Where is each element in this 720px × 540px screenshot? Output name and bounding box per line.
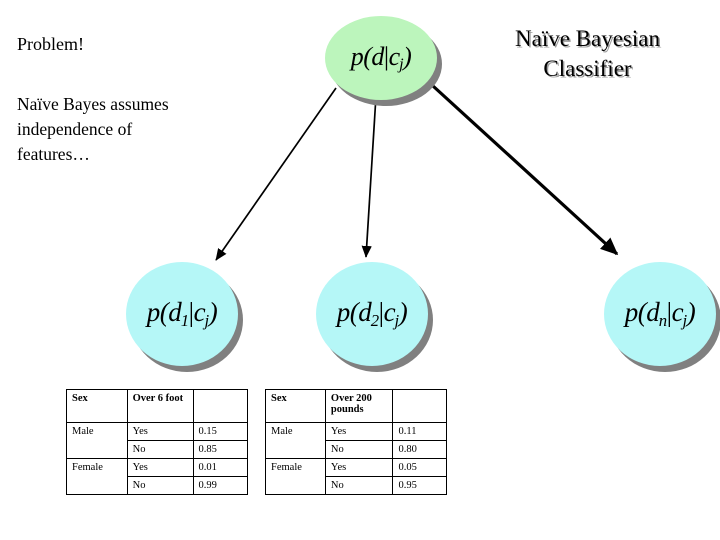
cell-feature: No xyxy=(324,440,394,459)
node-d1-label: p(d1|cj) xyxy=(146,297,218,330)
cell-feature: No xyxy=(324,476,394,495)
cell-feature: Yes xyxy=(324,422,394,441)
slide-title: Naïve Bayesian Classifier xyxy=(455,24,720,84)
cell-sex: Female xyxy=(66,458,128,495)
node-dn-label: p(dn|cj) xyxy=(624,297,696,330)
body-text-line-3: features… xyxy=(17,144,90,164)
cell-value: 0.15 xyxy=(192,422,249,441)
table-weight-probabilities: Sex Over 200 pounds Male Yes 0.11 No 0.8… xyxy=(265,389,447,495)
header-value xyxy=(192,389,249,423)
table-row: No 0.85 xyxy=(67,440,249,459)
cell-sex: Female xyxy=(265,458,326,495)
cell-feature: Yes xyxy=(126,458,194,477)
cell-value: 0.80 xyxy=(392,440,447,459)
cell-feature: Yes xyxy=(324,458,394,477)
node-root-label: p(d|cj) xyxy=(350,41,412,74)
cell-feature: No xyxy=(126,440,194,459)
header-sex: Sex xyxy=(265,389,326,423)
header-value xyxy=(392,389,447,423)
table-height-probabilities: Sex Over 6 foot Male Yes 0.15 No 0.85 Fe… xyxy=(66,389,249,495)
table-row: No 0.95 xyxy=(266,476,447,495)
table-row: No 0.80 xyxy=(266,440,447,459)
table-header-row: Sex Over 6 foot xyxy=(66,389,249,423)
table-row: No 0.99 xyxy=(67,476,249,495)
table-row: Male Yes 0.11 xyxy=(265,422,447,459)
arrow-root-to-dn xyxy=(431,84,619,256)
cell-value: 0.01 xyxy=(192,458,249,477)
table-header-row: Sex Over 200 pounds xyxy=(265,389,447,423)
problem-heading: Problem! xyxy=(17,34,84,54)
cell-sex: Male xyxy=(66,422,128,459)
cell-value: 0.85 xyxy=(192,440,249,459)
node-d2-label: p(d2|cj) xyxy=(336,297,408,330)
cell-feature: Yes xyxy=(126,422,194,441)
body-text: Naïve Bayes assumes independence of feat… xyxy=(17,92,257,167)
node-ellipse: p(d2|cj) xyxy=(316,262,428,366)
cell-value: 0.99 xyxy=(192,476,249,495)
cell-value: 0.11 xyxy=(392,422,447,441)
header-sex: Sex xyxy=(66,389,128,423)
node-feature-dn[interactable]: p(dn|cj) xyxy=(604,262,720,372)
cell-value: 0.95 xyxy=(392,476,447,495)
header-feature: Over 200 pounds xyxy=(324,389,394,423)
node-feature-d2[interactable]: p(d2|cj) xyxy=(316,262,433,372)
node-ellipse: p(dn|cj) xyxy=(604,262,716,366)
cell-feature: No xyxy=(126,476,194,495)
body-text-line-1: Naïve Bayes assumes xyxy=(17,94,169,114)
slide-title-line-1: Naïve Bayesian xyxy=(515,26,660,51)
cell-sex: Male xyxy=(265,422,326,459)
table-row: Male Yes 0.15 xyxy=(66,422,249,459)
header-feature: Over 6 foot xyxy=(126,389,194,423)
table-row: Female Yes 0.05 xyxy=(265,458,447,495)
arrow-root-to-d2 xyxy=(361,95,377,258)
node-feature-d1[interactable]: p(d1|cj) xyxy=(126,262,243,372)
slide-title-line-2: Classifier xyxy=(543,56,632,81)
node-ellipse: p(d1|cj) xyxy=(126,262,238,366)
node-root-probability[interactable]: p(d|cj) xyxy=(325,16,442,106)
cell-value: 0.05 xyxy=(392,458,447,477)
table-row: Female Yes 0.01 xyxy=(66,458,249,495)
node-ellipse: p(d|cj) xyxy=(325,16,437,100)
body-text-line-2: independence of xyxy=(17,119,133,139)
